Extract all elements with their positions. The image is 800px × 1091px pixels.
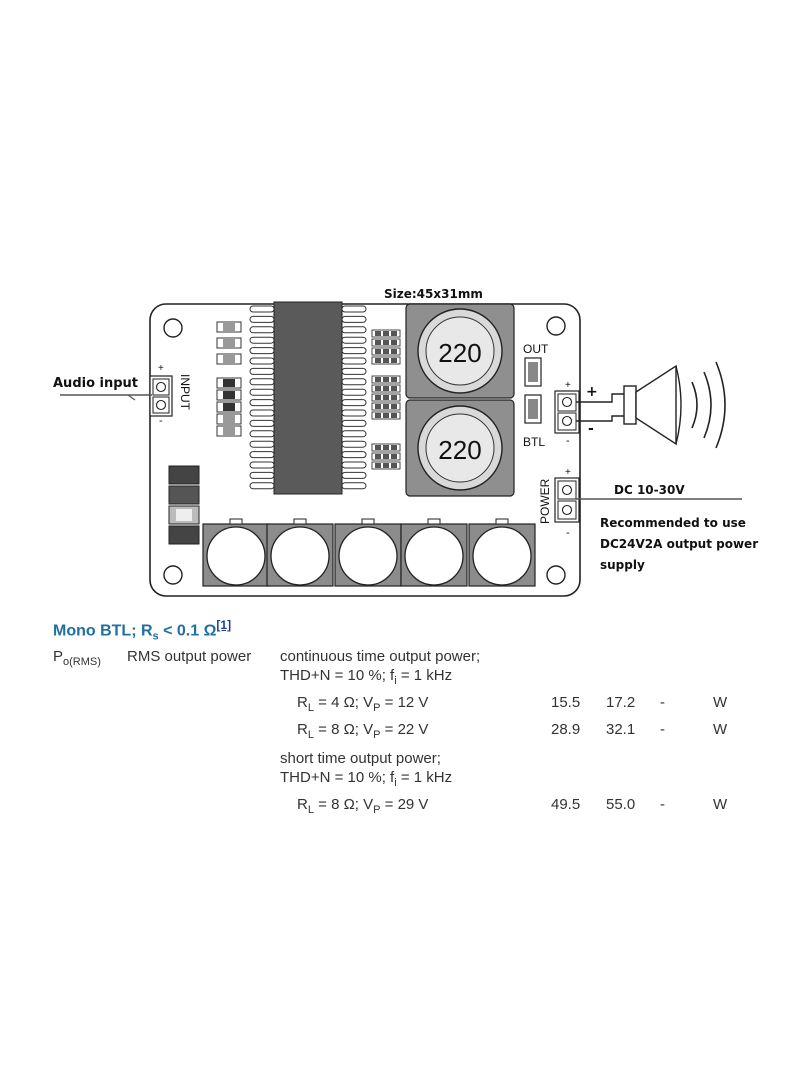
input-label: INPUT [178, 374, 192, 411]
row-3-unit: W [713, 796, 728, 813]
speaker-minus-label: - [588, 421, 594, 437]
spec-parameter: RMS output power [127, 648, 252, 665]
inductor-top-value: 220 [438, 338, 481, 368]
condition-row-2: RL = 8 Ω; VP = 22 V [297, 721, 429, 741]
recommend-line-1: Recommended to use [600, 516, 746, 530]
condition-continuous-line2: THD+N = 10 %; fi = 1 kHz [280, 667, 453, 687]
row-3-max: - [660, 796, 665, 813]
condition-continuous-line1: continuous time output power; [280, 648, 481, 665]
inductor-top: 220 [405, 303, 515, 399]
electrolytic-capacitors [202, 518, 536, 587]
row-3-min: 49.5 [551, 796, 581, 813]
power-minus: - [566, 527, 570, 539]
inductor-bottom-value: 220 [438, 435, 481, 465]
row-1-max: - [660, 694, 665, 711]
mounting-hole-top-left [163, 318, 183, 338]
power-label: POWER [538, 478, 552, 524]
dc-range-label: DC 10-30V [614, 483, 685, 497]
row-2-unit: W [713, 721, 728, 738]
specs-table: Mono BTL; Rs < 0.1 Ω[1] Po(RMS) RMS outp… [0, 610, 800, 850]
output-connector[interactable] [554, 390, 580, 434]
spec-section-title: Mono BTL; Rs < 0.1 Ω[1] [53, 618, 232, 643]
power-connector[interactable] [554, 477, 580, 523]
size-label: Size:45x31mm [384, 287, 483, 301]
condition-short-line1: short time output power; [280, 750, 441, 767]
btl-label: BTL [523, 435, 545, 449]
condition-row-1: RL = 4 Ω; VP = 12 V [297, 694, 429, 714]
output-plus: + [565, 380, 571, 391]
resistor-arrays-right [371, 329, 401, 470]
smd-resistors-left [216, 321, 242, 437]
output-minus: - [566, 435, 570, 447]
input-plus: + [158, 363, 164, 374]
speaker-wire-plus [576, 393, 624, 403]
power-plus: + [565, 467, 571, 478]
input-minus: - [159, 415, 163, 427]
speaker-icon [623, 361, 726, 449]
row-1-typ: 17.2 [606, 694, 636, 711]
row-2-typ: 32.1 [606, 721, 636, 738]
row-2-max: - [660, 721, 665, 738]
smd-capacitors-left [168, 465, 200, 545]
row-1-min: 15.5 [551, 694, 581, 711]
condition-row-3: RL = 8 Ω; VP = 29 V [297, 796, 429, 816]
row-1-unit: W [713, 694, 728, 711]
mounting-hole-bottom-right [546, 565, 566, 585]
recommend-line-3: supply [600, 558, 645, 572]
row-2-min: 28.9 [551, 721, 581, 738]
out-label: OUT [523, 342, 549, 356]
inductor-bottom: 220 [405, 399, 515, 497]
speaker-plus-label: + [586, 384, 598, 400]
row-3-typ: 55.0 [606, 796, 636, 813]
condition-short-line2: THD+N = 10 %; fi = 1 kHz [280, 769, 453, 789]
mounting-hole-top-right [546, 316, 566, 336]
speaker-wire-minus [576, 415, 624, 422]
amplifier-board-diagram: Size:45x31mm 220 220 OUT BTL INPUT + - [53, 287, 758, 597]
input-connector[interactable] [149, 375, 173, 417]
audio-input-label: Audio input [53, 376, 138, 391]
recommend-line-2: DC24V2A output power [600, 537, 758, 551]
spec-symbol: Po(RMS) [53, 648, 101, 668]
mounting-hole-bottom-left [163, 565, 183, 585]
footnote-link[interactable]: [1] [216, 618, 232, 632]
amplifier-ic [249, 301, 367, 495]
